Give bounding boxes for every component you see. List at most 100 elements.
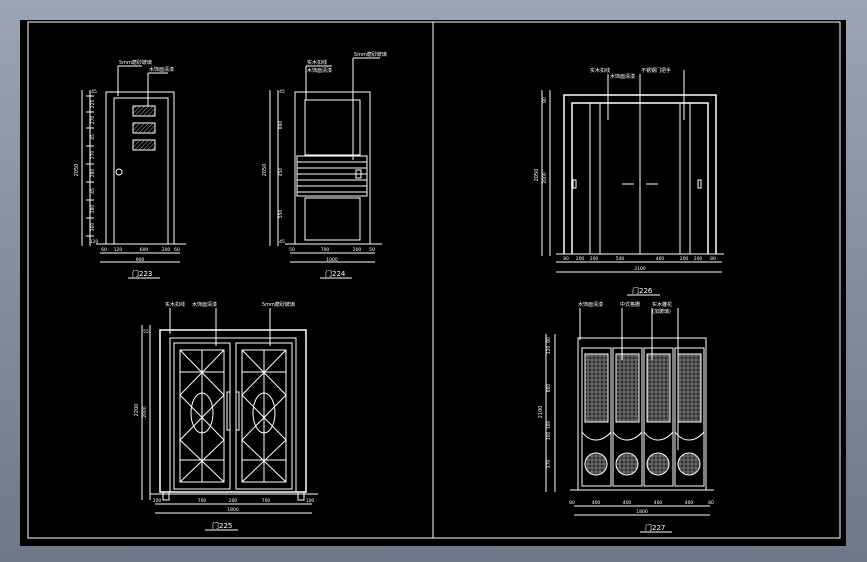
- door-227-carving-3: [646, 452, 670, 476]
- door-224-upper-panel: [304, 99, 361, 156]
- door-223-ladder-ticks: [86, 95, 94, 237]
- door-223-glass-1: [132, 105, 156, 117]
- d227-h-3: 860: [546, 384, 552, 393]
- d224-w-2: 700: [321, 247, 330, 253]
- door-226-drawing: [541, 70, 724, 273]
- d226-w-3: 200: [590, 256, 599, 262]
- door-227-width-dims: 80 400 400 400 400 80 1800: [569, 500, 714, 515]
- d223-h-8: 280: [90, 205, 96, 214]
- door-225-label: 门225: [212, 521, 232, 530]
- d224-h-4: 550: [278, 210, 284, 219]
- door-223-width-dims: 60 120 600 200 60 900: [101, 247, 180, 263]
- door-225-frame-inner: [169, 337, 297, 493]
- door-225-right-leaded-pattern: [241, 349, 287, 483]
- d225-note-3: 5mm磨砂玻璃: [262, 301, 295, 308]
- d223-h-7: 45: [90, 188, 96, 194]
- d227-h-4: 100: [546, 421, 552, 430]
- d227-w-1: 80: [569, 500, 575, 506]
- d227-h-2: 120: [546, 346, 552, 355]
- d226-h-1: 80: [542, 97, 548, 103]
- door-227-carving-2: [615, 452, 639, 476]
- d227-w-4: 400: [654, 500, 663, 506]
- d223-w-3: 600: [140, 247, 149, 253]
- d227-note-4: (加玻璃): [652, 308, 671, 315]
- door-224-height-dims: 45 890 450 550 45: [278, 89, 285, 245]
- d225-w-1: 100: [153, 498, 162, 504]
- door-225-notes: 实木扣线 木饰面清漆 5mm磨砂玻璃: [165, 301, 295, 308]
- door-226-height-dims: 80 2000: [542, 97, 548, 184]
- d226-note-2: 木饰面清漆: [610, 73, 635, 80]
- d226-note-3: 不锈钢门把手: [641, 67, 671, 74]
- d226-w-7: 200: [694, 256, 703, 262]
- d225-w-3: 200: [229, 498, 238, 504]
- d226-w-6: 200: [680, 256, 689, 262]
- door-223-glass-2: [132, 122, 156, 134]
- door-227-lattice-4: [677, 353, 702, 423]
- d223-h-1: 45: [91, 89, 97, 95]
- door-224-label: 门224: [325, 269, 346, 278]
- door-223-handle: [115, 168, 123, 176]
- d225-note-2: 木饰面清漆: [192, 301, 217, 308]
- door-227-notes: 木饰面清漆 中式格栅 实木雕花 (加玻璃): [578, 301, 672, 315]
- d226-w-4: 540: [616, 256, 625, 262]
- d224-note-3: 5mm磨砂玻璃: [354, 51, 387, 58]
- door-226-label: 门226: [632, 286, 653, 295]
- door-223-notes: 5mm磨砂玻璃 木饰面清漆: [119, 59, 174, 73]
- d223-h-2: 225: [90, 100, 96, 109]
- d224-w-4: 50: [369, 247, 375, 253]
- d227-h-6: 370: [546, 460, 552, 469]
- d227-w-total: 1800: [636, 509, 648, 515]
- door-226-width-dims: 80 200 200 540 460 200 200 80 2100: [563, 256, 716, 272]
- door-226-handle-left-edge: [572, 179, 577, 189]
- d226-w-1: 80: [563, 256, 569, 262]
- d224-w-3: 200: [353, 247, 362, 253]
- door-225-left-medallion: [190, 392, 214, 434]
- d223-w-1: 60: [101, 247, 107, 253]
- d223-w-4: 200: [162, 247, 171, 253]
- d224-h-3: 450: [278, 168, 284, 177]
- door-224-notes: 实木扣线 木饰面清漆 5mm磨砂玻璃: [307, 51, 387, 74]
- d225-h-2: 2000: [142, 406, 148, 418]
- d224-note-2: 木饰面清漆: [307, 67, 332, 74]
- door-227-panel-3: [643, 347, 674, 487]
- door-223-height-dims: 45 225 270 45 270 280 45 280 300 120: [90, 89, 99, 245]
- d225-h-1: 55: [143, 329, 149, 335]
- d224-h-5: 45: [279, 239, 285, 245]
- d223-h-5: 270: [90, 151, 96, 160]
- d227-w-6: 80: [708, 500, 714, 506]
- d226-w-2: 200: [576, 256, 585, 262]
- d225-w-total: 1800: [227, 507, 239, 513]
- door-224-louver-area: [296, 155, 368, 197]
- sheet-border: [27, 21, 841, 539]
- door-227-panel-4: [674, 347, 705, 487]
- d225-w-5: 100: [306, 498, 315, 504]
- door-227-panel-1: [581, 347, 612, 487]
- door-227-lattice-3: [646, 353, 671, 423]
- d223-note-2: 木饰面清漆: [149, 66, 174, 73]
- door-227-panel-2: [612, 347, 643, 487]
- door-227-carving-4: [677, 452, 701, 476]
- door-225-left-leaded-pattern: [179, 349, 225, 483]
- door-225-height-dims: 55 2000: [142, 329, 149, 418]
- d227-h-5: 100: [546, 432, 552, 441]
- door-227-drawing: [545, 308, 714, 516]
- d226-note-1: 实木扣线: [590, 67, 610, 74]
- door-225-right-medallion: [252, 392, 276, 434]
- door-224-handle: [355, 169, 362, 179]
- door-226-notes: 实木扣线 木饰面清漆 不锈钢门把手: [590, 67, 671, 80]
- d223-w-total: 900: [136, 257, 145, 263]
- door-227-carving-1: [584, 452, 608, 476]
- door-227-lattice-2: [615, 353, 640, 423]
- d225-w-2: 700: [198, 498, 207, 504]
- door-225-height-total: 2200: [134, 404, 140, 417]
- d224-note-1: 实木扣线: [307, 59, 327, 66]
- d224-w-1: 50: [289, 247, 295, 253]
- d227-w-5: 400: [685, 500, 694, 506]
- door-223-drawing: [81, 65, 186, 263]
- door-223-glass-3: [132, 139, 156, 151]
- door-226-height-total: 2050: [534, 169, 540, 182]
- d223-h-3: 270: [90, 116, 96, 125]
- d223-h-9: 300: [90, 223, 96, 232]
